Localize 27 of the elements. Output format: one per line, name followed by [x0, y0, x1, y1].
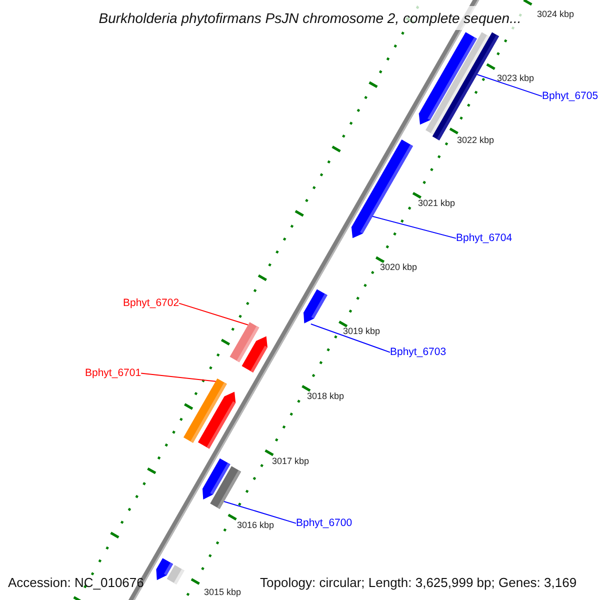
- leader-line: [178, 302, 248, 326]
- scale-label: 3020 kbp: [380, 263, 418, 272]
- leader-line: [372, 216, 456, 239]
- scale-label: 3015 kbp: [204, 588, 242, 597]
- accession-text: Accession: NC_010676: [8, 576, 144, 589]
- scale-label: 3024 kbp: [537, 10, 574, 19]
- genome-info-text: Topology: circular; Length: 3,625,999 bp; Genes: 3,169: [260, 576, 577, 589]
- gene-label: Bphyt_6705: [542, 91, 598, 102]
- gene-feature: [304, 289, 328, 324]
- gene-label: Bphyt_6704: [456, 233, 512, 244]
- scale-label: 3017 kbp: [272, 457, 310, 466]
- gene-feature: [198, 392, 236, 449]
- gene-label: Bphyt_6700: [296, 518, 352, 528]
- leader-line: [310, 324, 390, 353]
- scale-label: 3019 kbp: [343, 327, 380, 336]
- scale-label: 3022 kbp: [457, 136, 494, 145]
- gene-label: Bphyt_6702: [123, 298, 180, 308]
- leader-line: [140, 372, 216, 382]
- gene-label: Bphyt_6703: [390, 347, 446, 358]
- gene-label: Bphyt_6701: [85, 368, 142, 378]
- gene-feature: [351, 140, 413, 238]
- leader-line: [224, 501, 296, 524]
- scale-label: 3023 kbp: [497, 74, 534, 83]
- scale-label: 3016 kbp: [237, 521, 274, 530]
- scale-label: 3018 kbp: [307, 392, 344, 401]
- leader-line: [476, 74, 542, 97]
- gene-feature: [242, 336, 268, 372]
